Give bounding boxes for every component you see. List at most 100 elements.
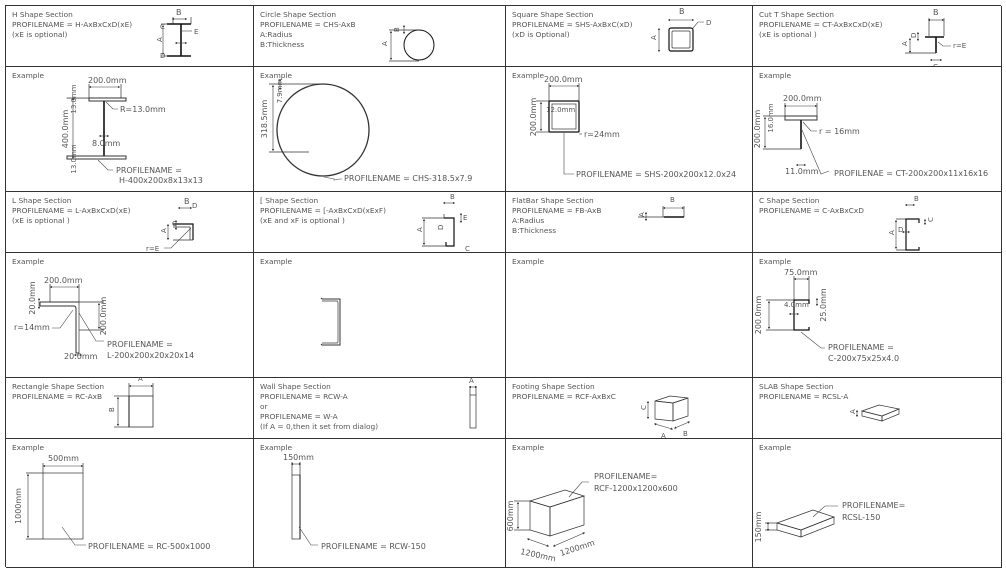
section-text: Example bbox=[512, 71, 544, 81]
rectangle-shape-diagram: A B bbox=[108, 378, 154, 428]
title: Circle Shape Section bbox=[260, 10, 337, 19]
c-shape-diagram: B A D C bbox=[888, 195, 935, 251]
dimension-label: C bbox=[927, 217, 935, 222]
dimension-label: B bbox=[108, 407, 116, 412]
note: (xE is optional) bbox=[12, 30, 68, 39]
dimension-label: B bbox=[914, 195, 919, 203]
dimension-label: R=13.0mm bbox=[120, 105, 166, 114]
example-label: Example bbox=[759, 71, 792, 80]
dimension-label: RCSL-150 bbox=[842, 513, 880, 522]
thickness-note: B:Thickness bbox=[512, 226, 557, 235]
h-shape-example: Example 200.0mm 400.0mm 13.0mm 13.0mm R=… bbox=[6, 67, 254, 192]
dimension-label: PROFILENAME= bbox=[842, 501, 905, 510]
dimension-label: A bbox=[156, 37, 164, 42]
drawing-stroke bbox=[548, 100, 580, 133]
rectangle-shape-example-diagram: 500mm 1000mm PROFILENAME = RC-500x1000 bbox=[14, 454, 210, 551]
slab-shape-diagram: A bbox=[849, 404, 901, 422]
dimension-label: PROFILENAME = RCW-150 bbox=[321, 542, 426, 551]
formula: PROFILENAME = RC-AxB bbox=[12, 392, 103, 401]
dimension-label: 200.0mm bbox=[754, 296, 763, 335]
section-text: Example bbox=[512, 443, 544, 453]
section-text: Example bbox=[12, 443, 44, 453]
drawing-stroke bbox=[526, 538, 550, 547]
dimension-label: C bbox=[640, 405, 648, 410]
drawing-stroke bbox=[52, 309, 74, 329]
title: Square Shape Section bbox=[512, 10, 594, 19]
dimension-label: C-200x75x25x4.0 bbox=[828, 354, 899, 363]
drawing-stroke bbox=[672, 397, 689, 422]
drawing-stroke bbox=[860, 404, 901, 417]
l-shape-diagram: B D A C r=E bbox=[146, 197, 197, 252]
title: H Shape Section bbox=[12, 10, 73, 19]
dimension-label: B bbox=[670, 196, 675, 204]
title: [ Shape Section bbox=[260, 196, 319, 205]
section-text: Example bbox=[260, 71, 292, 81]
dimension-label: 11.0mm bbox=[785, 167, 819, 176]
drawing-stroke bbox=[291, 474, 301, 540]
drawing-stroke bbox=[802, 121, 817, 132]
dimension-label: E bbox=[463, 214, 467, 222]
note: (xE and xF is optional ) bbox=[260, 216, 345, 225]
wall-shape-example: Example 150mm PROFILENAME = RCW-150 bbox=[254, 439, 506, 568]
drawing-stroke bbox=[896, 218, 906, 251]
formula: PROFILENAME = C-AxBxCxD bbox=[759, 206, 864, 215]
note: (If A = 0,then it set from dialog) bbox=[260, 422, 379, 431]
drawing-stroke bbox=[668, 27, 694, 52]
dimension-label: 1200mm bbox=[559, 538, 596, 558]
dimension-label: RCF-1200x1200x600 bbox=[594, 484, 678, 493]
section-text: Example bbox=[759, 443, 791, 453]
cut-t-shape-example-diagram: 200.0mm 200.0mm 16.0mm r = 16mm 11.0mm P… bbox=[753, 94, 988, 178]
dimension-label: 200.0mm bbox=[544, 75, 583, 84]
l-shape-example: Example 200.0mm 200.0mm 20.0mm r=14mm 20… bbox=[6, 253, 254, 378]
drawing-stroke bbox=[801, 129, 830, 175]
drawing-stroke bbox=[552, 532, 586, 547]
drawing-stroke bbox=[692, 21, 704, 29]
dimension-label: 12.0mm bbox=[546, 106, 575, 114]
formula-alt: PROFILENAME = W-A bbox=[260, 412, 338, 421]
dimension-label: 1200mm bbox=[520, 547, 557, 563]
dimension-label: 1000mm bbox=[14, 488, 23, 524]
dimension-label: C bbox=[933, 63, 938, 67]
dimension-label: A bbox=[901, 41, 909, 46]
dimension-label: 400.0mm bbox=[61, 110, 70, 149]
drawing-stroke bbox=[549, 495, 585, 537]
slab-shape-example: Example 150mm PROFILENAME= RCSL-150 bbox=[753, 439, 1002, 568]
drawing-stroke bbox=[61, 526, 86, 546]
formula: PROFILENAME = CHS-AxB bbox=[260, 20, 356, 29]
drawing-stroke bbox=[671, 30, 691, 49]
drawing-stroke bbox=[776, 522, 802, 538]
drawing-stroke bbox=[322, 300, 339, 344]
drawing-stroke bbox=[444, 217, 455, 247]
dimension-label: D bbox=[910, 33, 918, 38]
drawing-stroke bbox=[78, 312, 104, 342]
dimension-label: PROFILENAME = CHS-318.5x7.9 bbox=[344, 174, 472, 183]
dimension-label: 200.0mm bbox=[44, 276, 83, 285]
drawing-stroke bbox=[42, 472, 84, 540]
example-label: Example bbox=[759, 257, 792, 266]
drawing-stroke bbox=[800, 331, 825, 349]
dimension-label: PROFILENAME = bbox=[107, 340, 173, 349]
dimension-label: D bbox=[437, 225, 445, 230]
h-shape-example-diagram: 200.0mm 400.0mm 13.0mm 13.0mm R=13.0mm 8… bbox=[61, 76, 203, 185]
example-label: Example bbox=[512, 257, 545, 266]
formula: PROFILENAME = L-AxBxCxD(xE) bbox=[12, 206, 131, 215]
dimension-label: C bbox=[160, 23, 165, 31]
dimension-label: PROFILENAME = bbox=[828, 343, 894, 352]
dimension-label: A bbox=[888, 230, 896, 235]
dimension-label: 500mm bbox=[48, 454, 79, 463]
drawing-stroke bbox=[128, 395, 154, 428]
dimension-label: r=24mm bbox=[584, 130, 620, 139]
cut-t-shape-example: Example 200.0mm 200.0mm 16.0mm r = 16mm … bbox=[753, 67, 1002, 192]
dimension-label: 150mm bbox=[754, 511, 763, 542]
footing-shape-example: Example 600mm 1200mm 1200mm PROFILENAME=… bbox=[506, 439, 753, 568]
title: Cut T Shape Section bbox=[759, 10, 834, 19]
example-label: Example bbox=[759, 443, 792, 452]
example-label: Example bbox=[12, 443, 45, 452]
